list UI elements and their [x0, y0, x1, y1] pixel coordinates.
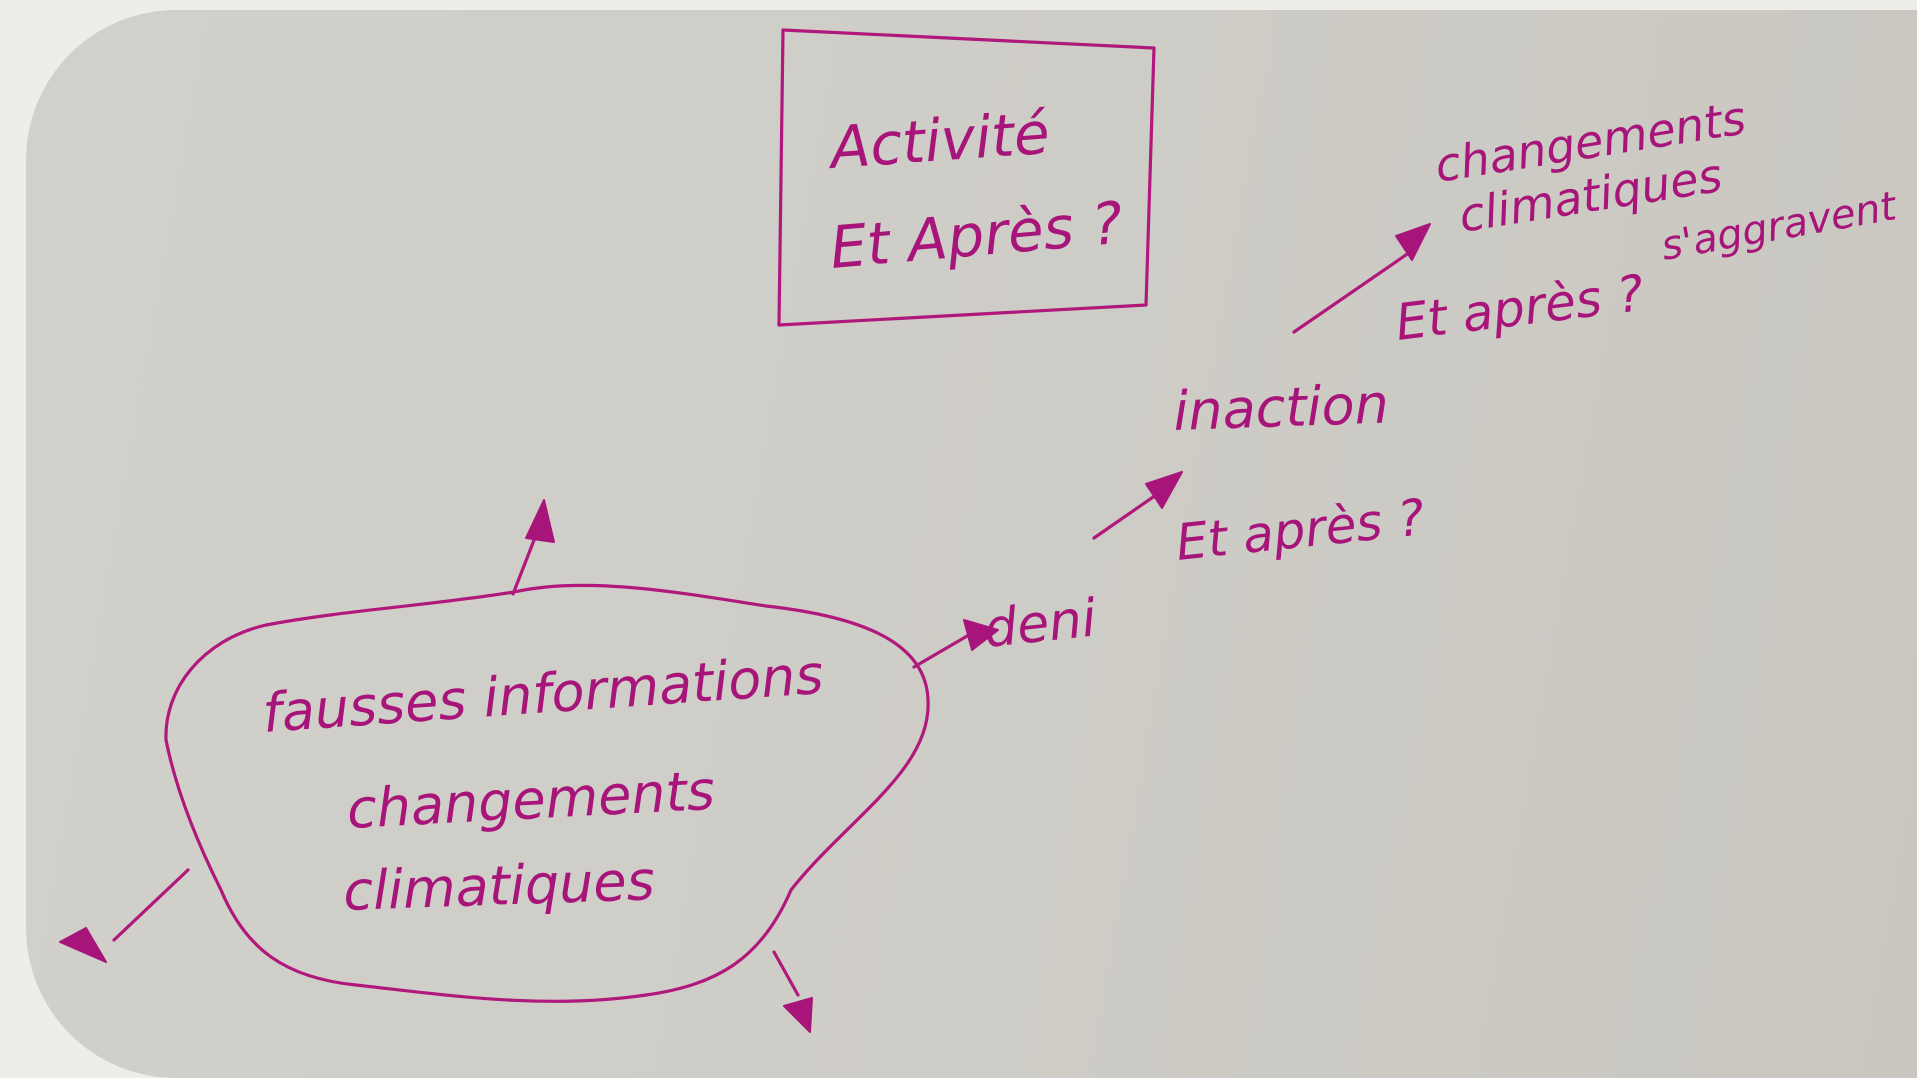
- cloud-line-2: changements: [345, 759, 716, 841]
- arrow-to-inaction-head: [1145, 471, 1183, 509]
- mind-map-diagram: Activité Et Après ? fausses informations…: [59, 28, 1901, 1033]
- arrow-to-outcome: [1292, 223, 1431, 334]
- arrow-to-outcome-head: [1395, 223, 1431, 261]
- step-et-apres-1: Et après ?: [1173, 488, 1427, 572]
- arrow-down-left: [59, 868, 190, 963]
- cloud-line-3: climatiques: [342, 849, 655, 923]
- step-deni: deni: [981, 588, 1100, 659]
- step-inaction: inaction: [1172, 373, 1390, 443]
- arrow-to-deni: [912, 619, 999, 669]
- arrow-down: [772, 950, 813, 1033]
- step-et-apres-2: Et après ?: [1392, 264, 1646, 352]
- title-line-1: Activité: [824, 99, 1051, 182]
- cloud-outline: [164, 583, 930, 1003]
- title-line-2: Et Après ?: [827, 189, 1125, 282]
- arrow-down-left-head: [59, 927, 107, 963]
- arrow-up: [511, 499, 555, 596]
- arrow-to-deni-head: [963, 619, 999, 651]
- title-box-border: [777, 28, 1156, 327]
- arrow-down-head: [783, 997, 813, 1033]
- cloud-line-1: fausses informations: [261, 643, 826, 745]
- cloud-bubble: fausses informations changements climati…: [164, 583, 930, 1003]
- title-box: Activité Et Après ?: [777, 28, 1156, 327]
- whiteboard: Activité Et Après ? fausses informations…: [26, 10, 1917, 1078]
- arrow-to-inaction: [1092, 471, 1183, 540]
- arrow-up-head: [525, 499, 555, 543]
